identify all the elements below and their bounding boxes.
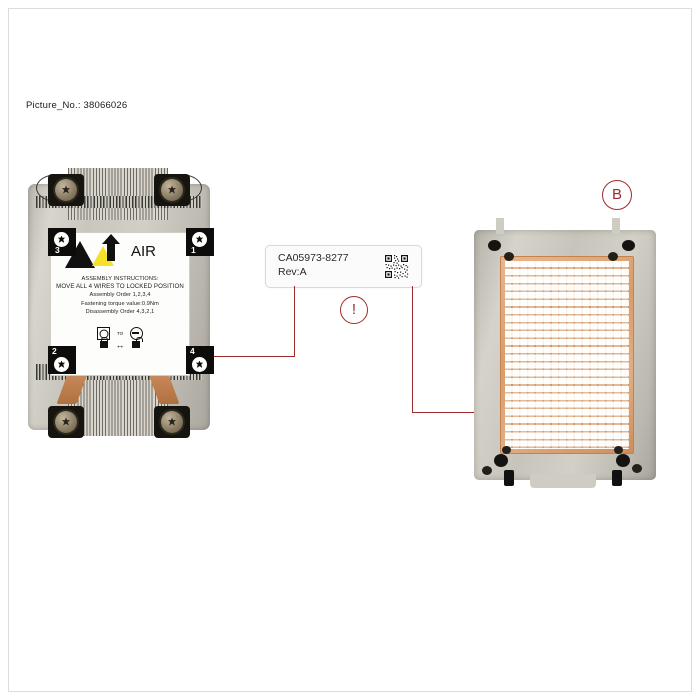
- instruction-line-3: Assembly Order 1,2,3,4: [89, 292, 151, 299]
- mount-post-top-left: [488, 240, 501, 251]
- captive-screw-bottom-left: [48, 406, 84, 438]
- padlock-closed-icon: [99, 337, 109, 349]
- corner-number-bottom-right: 4: [190, 346, 195, 356]
- torx-screw-icon: [54, 357, 69, 372]
- mount-hole-top-left: [504, 252, 514, 261]
- part-number-label: CA05973-8277 Rev:A: [265, 245, 422, 288]
- part-number: CA05973-8277: [278, 252, 349, 264]
- mount-corner-1: 1: [186, 228, 214, 256]
- captive-screw-bottom-right: [154, 406, 190, 438]
- retention-foot-right: [612, 470, 622, 486]
- heatsink-fins-top: [68, 168, 168, 220]
- torx-screw-icon: [54, 232, 69, 247]
- heatsink-bottom-view: [466, 212, 664, 497]
- heatsink-fins-bottom: [68, 380, 168, 436]
- torx-screw-icon: [192, 232, 207, 247]
- thermal-interface-material-grid: [505, 261, 629, 449]
- mount-hole-top-right: [608, 252, 618, 261]
- part-revision: Rev:A: [278, 265, 307, 278]
- to-text: TO: [116, 331, 124, 337]
- padlock-open-icon: [132, 337, 144, 349]
- mount-hole-bottom-left-2: [502, 446, 511, 454]
- mount-corner-4: 4: [186, 346, 214, 374]
- callout-view-b: B: [602, 180, 632, 210]
- corner-number-top-left: 3: [55, 245, 60, 255]
- label-top-row: ≋ AIR: [57, 234, 183, 271]
- heatsink-instruction-label: ≋ AIR ASSEMBLY INSTRUCTIONS: MOVE ALL 4 …: [50, 232, 190, 376]
- leader-line-right-horizontal: [412, 412, 474, 414]
- up-arrow-icon: [102, 234, 120, 261]
- captive-screw-top-left: [48, 174, 84, 206]
- leader-line-right-vertical: [412, 286, 414, 413]
- lock-pictogram-row: TO ↔: [51, 325, 189, 353]
- air-direction-label: AIR: [131, 243, 157, 260]
- part-number-text-block: CA05973-8277 Rev:A: [278, 252, 349, 279]
- hot-surface-glyph: ≋: [76, 253, 85, 264]
- double-arrow-icon: ↔: [115, 339, 125, 350]
- mount-corner-3: 3: [48, 228, 76, 256]
- torx-screw-icon: [192, 357, 207, 372]
- mount-corner-2: 2: [48, 346, 76, 374]
- leader-line-left-horizontal: [214, 356, 295, 358]
- heatsink-top-view: ≋ AIR ASSEMBLY INSTRUCTIONS: MOVE ALL 4 …: [24, 168, 214, 446]
- instruction-line-4: Fastening torque value:0.9Nm: [81, 300, 159, 307]
- mount-post-bottom-right: [616, 454, 630, 467]
- assembly-instructions: ASSEMBLY INSTRUCTIONS: MOVE ALL 4 WIRES …: [51, 275, 189, 316]
- instruction-line-2: MOVE ALL 4 WIRES TO LOCKED POSITION: [56, 283, 184, 291]
- retention-foot-left: [504, 470, 514, 486]
- mount-hole-bottom-left: [482, 466, 492, 475]
- mount-hole-bottom-right: [632, 464, 642, 473]
- mount-post-top-right: [622, 240, 635, 251]
- qr-code: [384, 254, 409, 279]
- corner-number-top-right: 1: [191, 245, 196, 255]
- callout-warning: !: [340, 296, 368, 324]
- instruction-line-5: Disassembly Order 4,3,2,1: [85, 308, 155, 315]
- plate-tab-bottom: [530, 474, 596, 488]
- corner-number-bottom-left: 2: [52, 346, 57, 356]
- instruction-line-1: ASSEMBLY INSTRUCTIONS:: [81, 276, 159, 282]
- image-border: [8, 8, 692, 692]
- copper-base-plate: [500, 256, 634, 454]
- picture-number-caption: Picture_No.: 38066026: [26, 100, 128, 111]
- mount-post-bottom-left: [494, 454, 508, 467]
- captive-screw-top-right: [154, 174, 190, 206]
- plate-notch-left: [496, 218, 504, 234]
- plate-notch-right: [612, 218, 620, 234]
- leader-line-left-vertical: [294, 286, 296, 357]
- mount-hole-bottom-right-2: [614, 446, 623, 454]
